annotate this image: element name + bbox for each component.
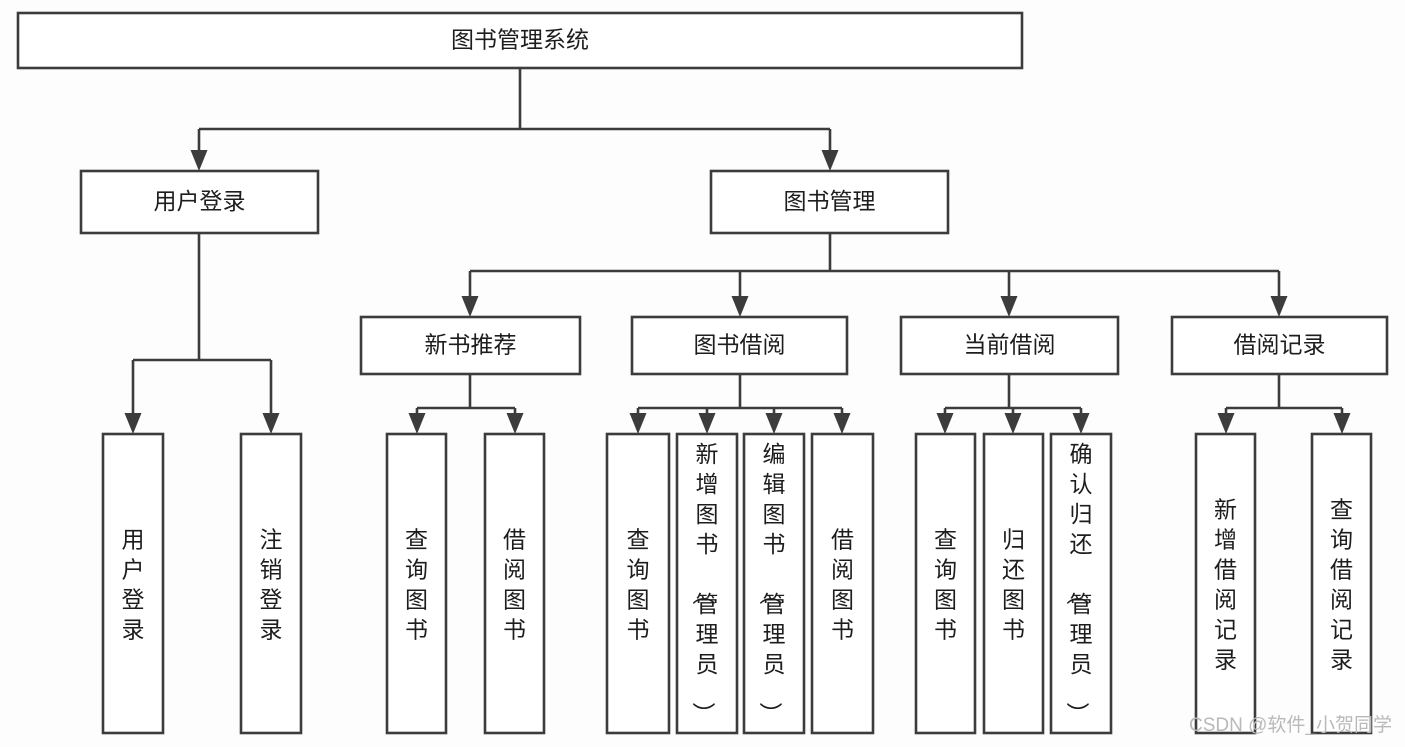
leaf-box-leaf-borrow-book[interactable] xyxy=(810,432,875,735)
arrow-down-icon xyxy=(461,296,479,317)
arrow-down-icon xyxy=(629,413,647,434)
node-book-borrow[interactable]: 图书借阅 xyxy=(630,315,849,376)
leaf-box-leaf-borrow-book-rec[interactable] xyxy=(483,432,546,735)
arrow-down-icon xyxy=(408,413,426,434)
node-label-current-borrow: 当前借阅 xyxy=(964,332,1056,358)
leaf-box-leaf-edit-book-admin[interactable] xyxy=(742,432,806,735)
leaf-leaf-query-book-rec[interactable]: 查询图书 xyxy=(385,432,448,735)
leaf-box-leaf-query-book-borrow[interactable] xyxy=(605,432,671,735)
leaf-leaf-borrow-book-rec[interactable]: 借阅图书 xyxy=(483,432,546,735)
leaf-leaf-query-borrow-record[interactable]: 查询借阅记录 xyxy=(1310,432,1373,735)
leaf-leaf-confirm-return-admin[interactable]: 确认归还（管理员） xyxy=(1049,432,1113,735)
leaf-box-leaf-return-book[interactable] xyxy=(982,432,1045,735)
node-label-book-manage: 图书管理 xyxy=(784,188,876,214)
node-label-root: 图书管理系统 xyxy=(451,27,589,53)
arrow-down-icon xyxy=(698,413,716,434)
node-new-book-recommend[interactable]: 新书推荐 xyxy=(359,315,582,376)
node-label-new-book-recommend: 新书推荐 xyxy=(425,332,517,358)
leaf-label-leaf-user-login: 用户登录 xyxy=(122,527,145,643)
arrow-down-icon xyxy=(190,150,208,171)
leaf-box-leaf-add-book-admin[interactable] xyxy=(675,432,739,735)
node-label-borrow-record: 借阅记录 xyxy=(1234,332,1326,358)
leaf-leaf-edit-book-admin[interactable]: 编辑图书（管理员） xyxy=(742,432,806,735)
leaf-leaf-logout-login[interactable]: 注销登录 xyxy=(239,432,303,735)
leaf-label-leaf-add-book-admin: 新增图书（管理员） xyxy=(691,441,719,725)
node-user-login[interactable]: 用户登录 xyxy=(79,169,320,235)
leaf-leaf-return-book[interactable]: 归还图书 xyxy=(982,432,1045,735)
arrow-down-icon xyxy=(1333,413,1351,434)
leaf-label-leaf-query-book-cur: 查询图书 xyxy=(934,527,957,643)
node-layer: 图书管理系统用户登录图书管理新书推荐图书借阅当前借阅借阅记录用户登录注销登录查询… xyxy=(16,11,1389,735)
leaf-box-leaf-query-borrow-record[interactable] xyxy=(1310,432,1373,735)
node-box-user-login[interactable] xyxy=(79,169,320,235)
arrow-down-icon xyxy=(1217,413,1235,434)
arrow-down-icon xyxy=(936,413,954,434)
arrow-down-icon xyxy=(821,150,839,171)
arrow-down-icon xyxy=(262,413,280,434)
connector-layer xyxy=(124,68,1351,434)
leaf-label-leaf-query-book-rec: 查询图书 xyxy=(405,527,428,643)
arrow-down-icon xyxy=(1270,296,1288,317)
node-box-root[interactable] xyxy=(16,11,1024,70)
arrow-down-icon xyxy=(1072,413,1090,434)
node-label-book-borrow: 图书借阅 xyxy=(694,332,786,358)
arrow-down-icon xyxy=(506,413,524,434)
node-box-borrow-record[interactable] xyxy=(1170,315,1389,376)
arrow-down-icon xyxy=(765,413,783,434)
node-box-book-manage[interactable] xyxy=(709,169,950,235)
arrow-down-icon xyxy=(1000,296,1018,317)
arrow-down-icon xyxy=(833,413,851,434)
leaf-box-leaf-logout-login[interactable] xyxy=(239,432,303,735)
arrow-down-icon xyxy=(124,413,142,434)
leaf-label-leaf-query-book-borrow: 查询图书 xyxy=(627,527,650,643)
arrow-down-icon xyxy=(1004,413,1022,434)
leaf-leaf-query-book-cur[interactable]: 查询图书 xyxy=(914,432,977,735)
leaf-label-leaf-borrow-book-rec: 借阅图书 xyxy=(503,527,526,643)
leaf-leaf-borrow-book[interactable]: 借阅图书 xyxy=(810,432,875,735)
leaf-box-leaf-query-book-cur[interactable] xyxy=(914,432,977,735)
leaf-box-leaf-confirm-return-admin[interactable] xyxy=(1049,432,1113,735)
node-box-current-borrow[interactable] xyxy=(899,315,1120,376)
node-current-borrow[interactable]: 当前借阅 xyxy=(899,315,1120,376)
leaf-label-leaf-return-book: 归还图书 xyxy=(1002,527,1025,643)
leaf-leaf-user-login[interactable]: 用户登录 xyxy=(101,432,165,735)
leaf-leaf-add-book-admin[interactable]: 新增图书（管理员） xyxy=(675,432,739,735)
leaf-label-leaf-edit-book-admin: 编辑图书（管理员） xyxy=(758,441,786,725)
leaf-box-leaf-query-book-rec[interactable] xyxy=(385,432,448,735)
arrow-down-icon xyxy=(731,296,749,317)
leaf-leaf-query-book-borrow[interactable]: 查询图书 xyxy=(605,432,671,735)
leaf-label-leaf-add-borrow-record: 新增借阅记录 xyxy=(1214,497,1237,673)
leaf-box-leaf-user-login[interactable] xyxy=(101,432,165,735)
leaf-label-leaf-logout-login: 注销登录 xyxy=(260,527,283,643)
node-book-manage[interactable]: 图书管理 xyxy=(709,169,950,235)
node-box-book-borrow[interactable] xyxy=(630,315,849,376)
watermark-label: CSDN @软件_小贺同学 xyxy=(1189,714,1392,736)
leaf-leaf-add-borrow-record[interactable]: 新增借阅记录 xyxy=(1194,432,1257,735)
node-label-user-login: 用户登录 xyxy=(154,188,246,214)
leaf-box-leaf-add-borrow-record[interactable] xyxy=(1194,432,1257,735)
leaf-label-leaf-query-borrow-record: 查询借阅记录 xyxy=(1330,497,1353,673)
node-borrow-record[interactable]: 借阅记录 xyxy=(1170,315,1389,376)
node-root[interactable]: 图书管理系统 xyxy=(16,11,1024,70)
node-box-new-book-recommend[interactable] xyxy=(359,315,582,376)
leaf-label-leaf-borrow-book: 借阅图书 xyxy=(831,527,854,643)
leaf-label-leaf-confirm-return-admin: 确认归还（管理员） xyxy=(1065,441,1093,725)
